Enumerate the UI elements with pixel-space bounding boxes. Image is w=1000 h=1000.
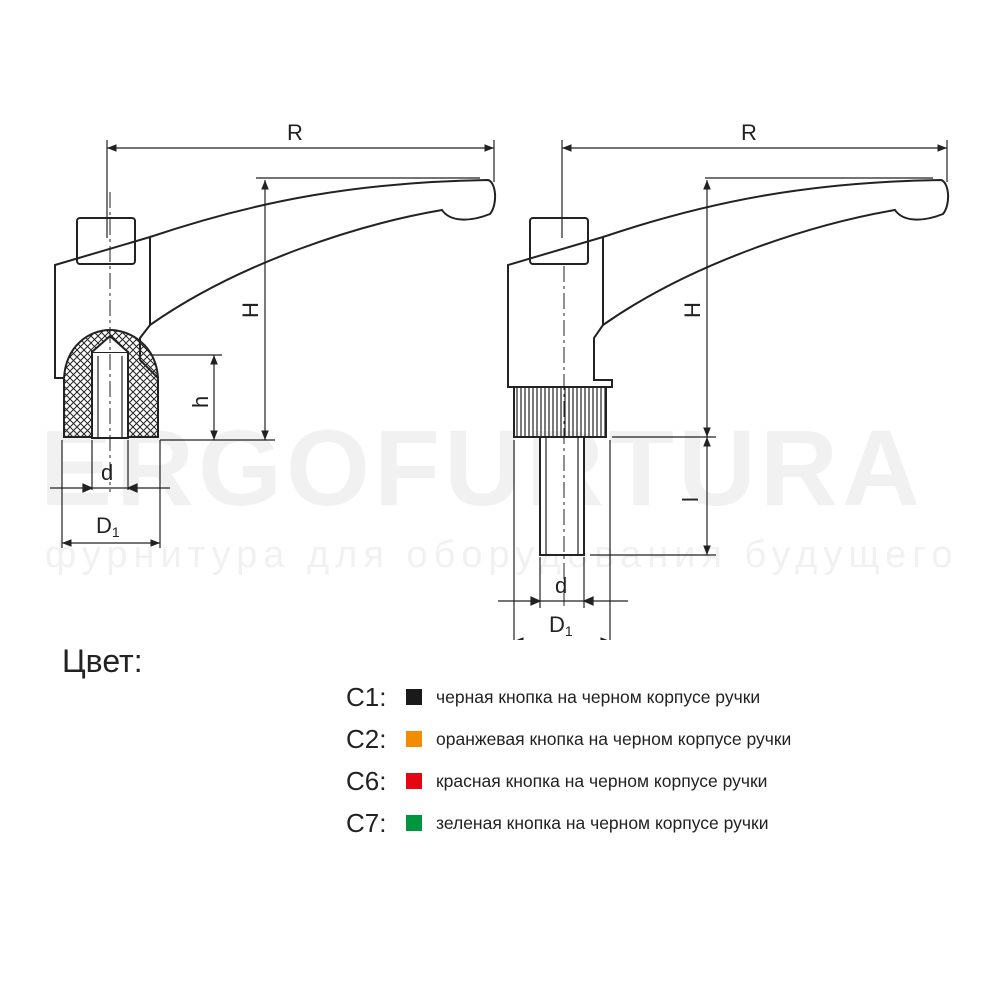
left-label-d1: D1 bbox=[96, 513, 120, 540]
legend-text: оранжевая кнопка на черном корпусе ручки bbox=[436, 728, 792, 749]
legend-code: C7: bbox=[346, 807, 387, 838]
color-title: Цвет: bbox=[62, 643, 143, 679]
right-label-r: R bbox=[741, 120, 757, 145]
legend-code: C1: bbox=[346, 681, 387, 712]
color-swatch-green bbox=[406, 815, 422, 831]
color-swatch-red bbox=[406, 773, 422, 789]
legend-item-c6: C6: красная кнопка на черном корпусе руч… bbox=[346, 760, 791, 802]
color-swatch-black bbox=[406, 689, 422, 705]
right-handle-body bbox=[507, 235, 613, 388]
legend-code: C2: bbox=[346, 723, 387, 754]
legend-item-c2: C2: оранжевая кнопка на черном корпусе р… bbox=[346, 718, 791, 760]
watermark-slogan: фурнитура для оборудования будущего bbox=[45, 534, 958, 576]
legend-text: черная кнопка на черном корпусе ручки bbox=[436, 686, 761, 707]
left-label-d: d bbox=[101, 460, 113, 485]
legend-code: C6: bbox=[346, 765, 387, 796]
right-threaded-stud bbox=[539, 436, 585, 556]
right-dimensions bbox=[498, 140, 948, 640]
legend-item-c7: C7: зеленая кнопка на черном корпусе руч… bbox=[346, 802, 791, 844]
right-lever-arm bbox=[602, 178, 949, 326]
left-dimensions bbox=[50, 140, 495, 548]
left-label-small-h: h bbox=[188, 396, 213, 408]
right-handle-view bbox=[507, 178, 949, 610]
technical-drawing: ERGOFURTURA фурнитура для оборудования б… bbox=[40, 120, 958, 640]
right-label-d: d bbox=[555, 573, 567, 598]
legend-item-c1: C1: черная кнопка на черном корпусе ручк… bbox=[346, 676, 791, 718]
color-swatch-orange bbox=[406, 731, 422, 747]
left-push-button bbox=[76, 217, 136, 265]
watermark-brand: ERGOFURTURA bbox=[40, 407, 924, 528]
legend-text: зеленая кнопка на черном корпусе ручки bbox=[436, 812, 769, 833]
left-handle-view bbox=[54, 178, 496, 492]
color-legend: C1: черная кнопка на черном корпусе ручк… bbox=[346, 676, 791, 844]
right-push-button bbox=[529, 217, 589, 265]
right-label-d1: D1 bbox=[549, 612, 573, 639]
right-knurled-collar bbox=[513, 386, 607, 438]
right-label-l: l bbox=[678, 497, 703, 502]
legend-text: красная кнопка на черном корпусе ручки bbox=[436, 770, 768, 791]
left-label-r: R bbox=[287, 120, 303, 145]
left-label-h: H bbox=[238, 302, 263, 318]
left-lever-arm bbox=[149, 178, 496, 326]
right-label-h: H bbox=[680, 302, 705, 318]
